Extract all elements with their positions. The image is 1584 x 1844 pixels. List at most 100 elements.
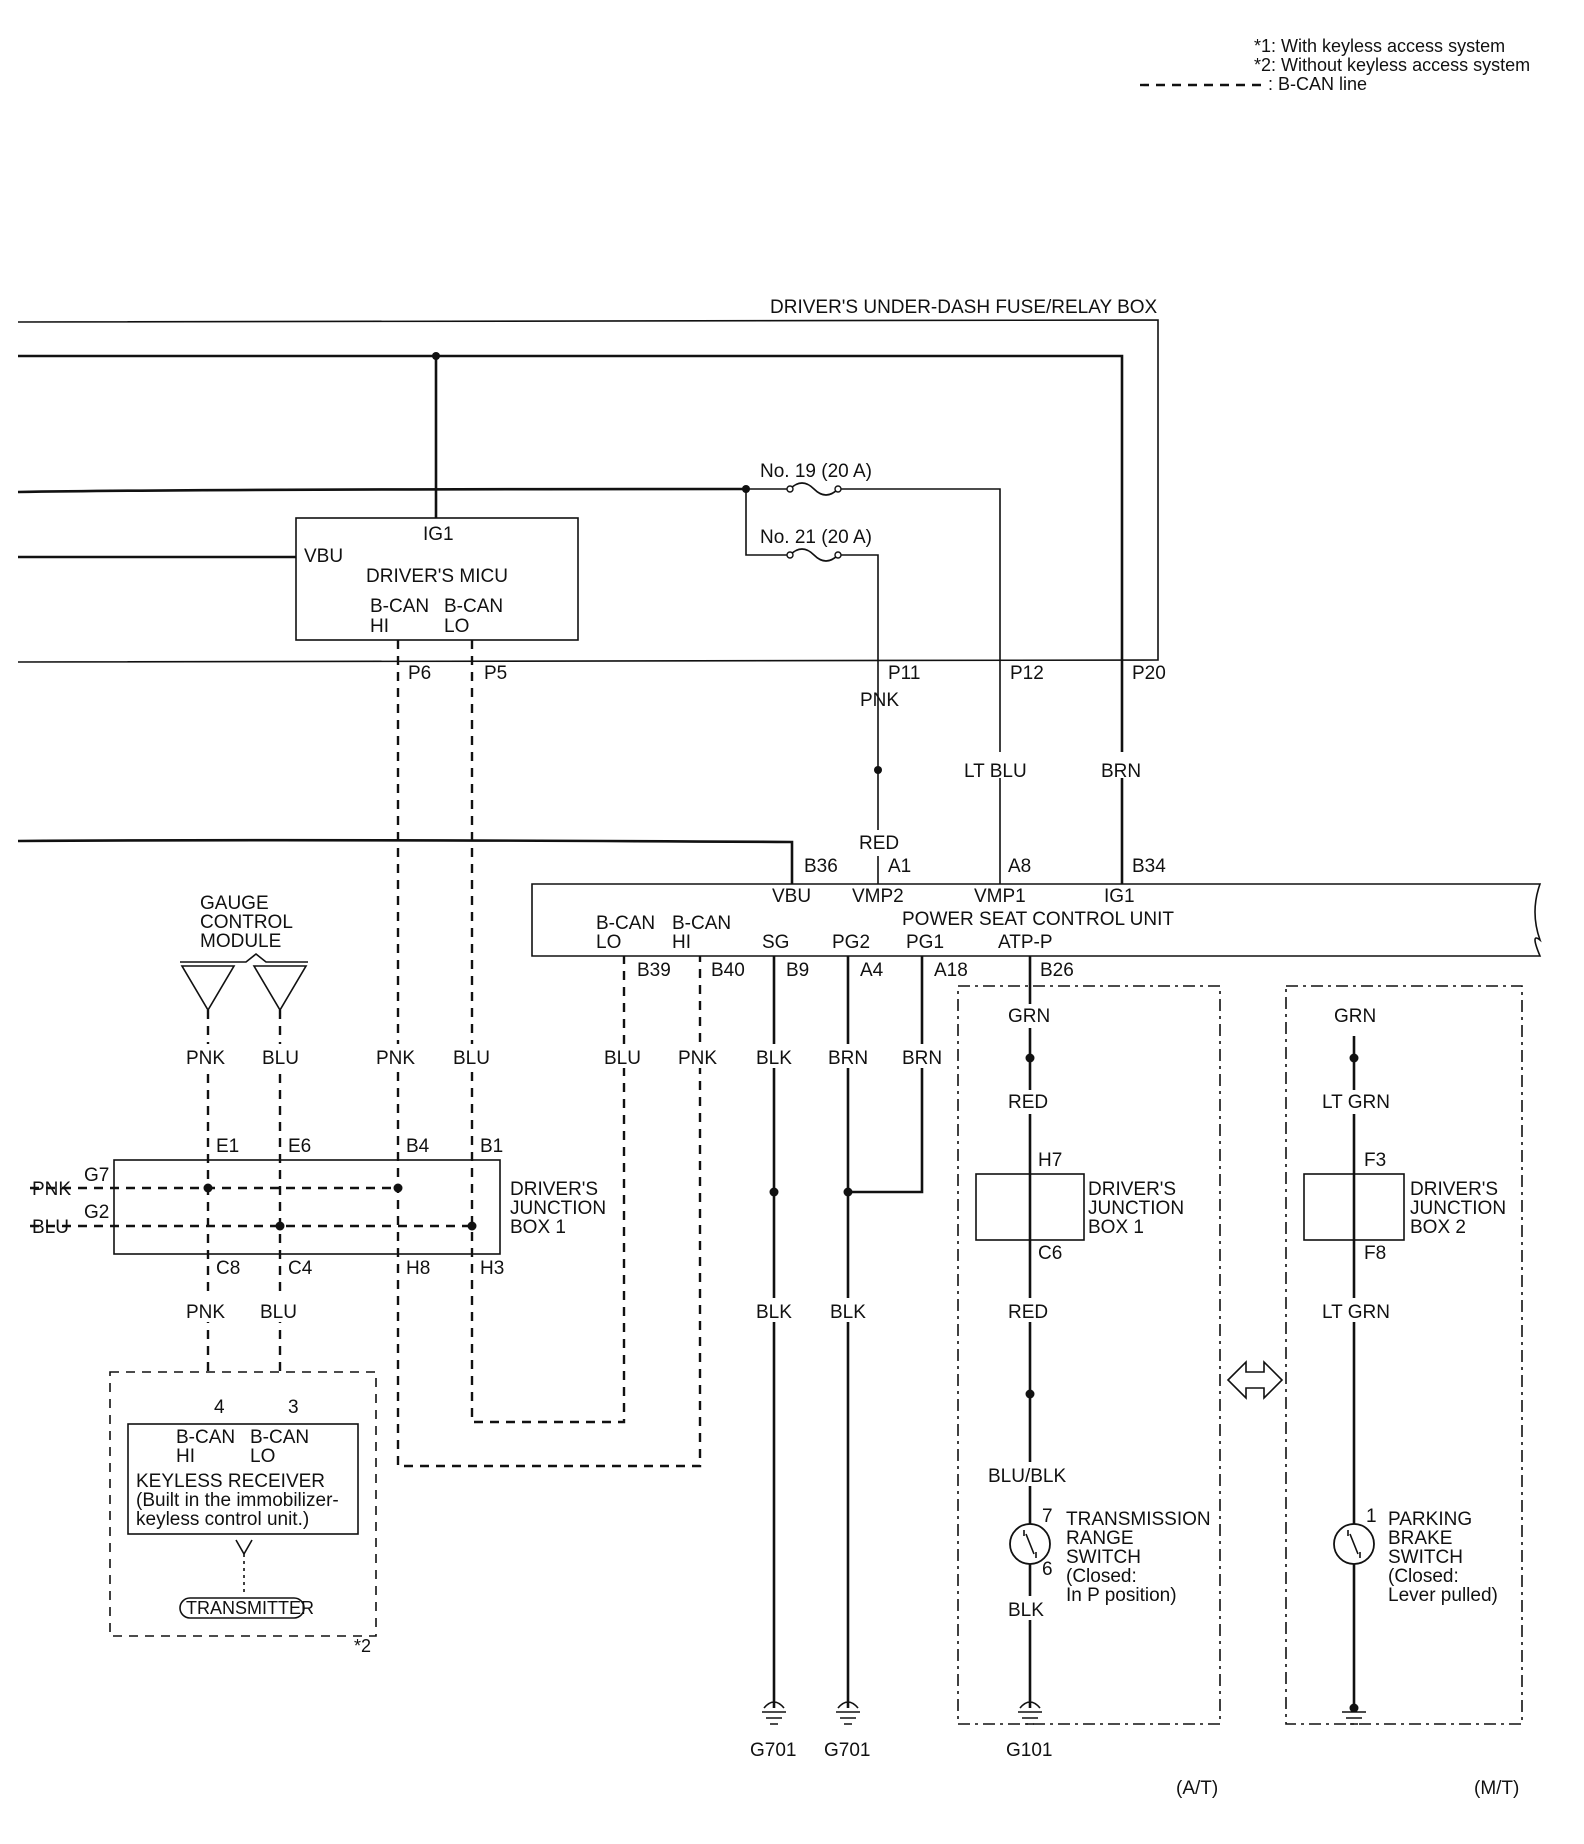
pin-p20: P20 <box>1132 663 1166 684</box>
jb1-pin-g7: G7 <box>84 1165 109 1186</box>
wire-label-blk-at: BLK <box>1008 1600 1044 1621</box>
ground-label-g701-a: G701 <box>750 1740 796 1761</box>
mt-switch-pin-1: 1 <box>1366 1506 1377 1527</box>
mt-jb-pin-f8: F8 <box>1364 1243 1386 1264</box>
at-switch-title-1: TRANSMISSION <box>1066 1509 1211 1530</box>
jb1-side-wire-blu: BLU <box>32 1217 69 1238</box>
keyless-bcan-hi-2: HI <box>176 1446 195 1467</box>
at-dashed-frame <box>957 985 1221 1725</box>
legend-note-2: *2: Without keyless access system <box>1254 55 1530 75</box>
psu-bcan-hi-2: HI <box>672 932 691 953</box>
wire-label-pnk-gauge: PNK <box>186 1048 225 1069</box>
jb1-pin-e6: E6 <box>288 1136 311 1157</box>
keyless-bcan-lo-2: LO <box>250 1446 275 1467</box>
keyless-dashed-frame <box>109 1371 377 1637</box>
ground-label-g101: G101 <box>1006 1740 1052 1761</box>
mt-jb-title-2: JUNCTION <box>1410 1198 1506 1219</box>
splice-blk-1 <box>769 1187 779 1197</box>
ground-g701-a: G701 <box>750 1701 796 1761</box>
ground-g701-b: G701 <box>824 1701 870 1761</box>
micu-ig1-label: IG1 <box>423 524 454 545</box>
mt-switch-title-2: BRAKE <box>1388 1528 1452 1549</box>
mt-switch-title-5: Lever pulled) <box>1388 1585 1498 1606</box>
at-jb-pin-c6: C6 <box>1038 1243 1062 1264</box>
splice-ig1 <box>432 352 440 360</box>
wire-label-lt-grn-1: LT GRN <box>1322 1092 1390 1113</box>
connector-pnk-red <box>874 766 882 774</box>
jb1-pin-h8: H8 <box>406 1258 430 1279</box>
keyless-bcan-hi-1: B-CAN <box>176 1427 235 1448</box>
wire-label-blk-lower-2: BLK <box>830 1302 866 1323</box>
wire-label-brn-a18: BRN <box>902 1048 942 1069</box>
jb1-side-wire-pnk: PNK <box>32 1179 71 1200</box>
wire-label-blk-lower-1: BLK <box>756 1302 792 1323</box>
mt-switch-title-3: SWITCH <box>1388 1547 1463 1568</box>
jb1-pin-b1: B1 <box>480 1136 503 1157</box>
psu-pin-b34: B34 <box>1132 856 1166 877</box>
psu-term-atpp: ATP-P <box>998 932 1053 953</box>
wire-label-lt-grn-2: LT GRN <box>1322 1302 1390 1323</box>
mt-label: (M/T) <box>1474 1778 1519 1799</box>
keyless-mark: *2 <box>354 1636 371 1656</box>
psu-term-pg1: PG1 <box>906 932 944 953</box>
at-jb-title-2: JUNCTION <box>1088 1198 1184 1219</box>
keyless-pin-4: 4 <box>214 1397 225 1418</box>
wire-label-pnk-p11: PNK <box>860 690 899 711</box>
splice-lo-2 <box>467 1221 477 1231</box>
power-seat-control-unit: B36 A1 A8 B34 VBU VMP2 VMP1 IG1 POWER SE… <box>531 856 1542 981</box>
psu-term-sg: SG <box>762 932 789 953</box>
psu-pin-a8: A8 <box>1008 856 1031 877</box>
wire-label-blu-gauge: BLU <box>262 1048 299 1069</box>
psu-outline <box>531 883 1542 957</box>
jb1-pin-c4: C4 <box>288 1258 313 1279</box>
psu-pin-b39: B39 <box>637 960 671 981</box>
fuse-relay-box: DRIVER'S UNDER-DASH FUSE/RELAY BOX <box>17 297 1159 663</box>
micu-bcan-lo-2: LO <box>444 616 469 637</box>
wire-label-blu-lower: BLU <box>260 1302 297 1323</box>
gauge-connector-lo <box>252 965 308 1012</box>
fuse-box-outline <box>17 319 1159 663</box>
at-circuit: GRN RED H7 C6 DRIVER'S JUNCTION BOX 1 RE… <box>957 956 1221 1799</box>
psu-pin-b26: B26 <box>1040 960 1074 981</box>
splice-hi-2 <box>393 1183 403 1193</box>
mt-jb-title-1: DRIVER'S <box>1410 1179 1498 1200</box>
psu-pin-a18: A18 <box>934 960 968 981</box>
psu-term-vbu: VBU <box>772 886 811 907</box>
jb1-pin-g2: G2 <box>84 1202 109 1223</box>
wire-label-pnk-lower: PNK <box>186 1302 225 1323</box>
bcan-hi-line-micu <box>396 640 702 1468</box>
jb1-pin-h3: H3 <box>480 1258 504 1279</box>
jb1-pin-c8: C8 <box>216 1258 240 1279</box>
gauge-control-module: GAUGE CONTROL MODULE <box>180 893 308 1012</box>
psu-vbu-wire <box>17 838 794 884</box>
fuse-box-title: DRIVER'S UNDER-DASH FUSE/RELAY BOX <box>770 297 1158 318</box>
keyless-note-2: keyless control unit.) <box>136 1509 309 1530</box>
keyless-title: KEYLESS RECEIVER <box>136 1471 325 1492</box>
mt-switch-title-1: PARKING <box>1388 1509 1472 1530</box>
psu-pin-a4: A4 <box>860 960 884 981</box>
bcan-lo-line-micu <box>470 640 626 1424</box>
battery-feed-wire <box>17 487 747 494</box>
pg1-ground-wire <box>848 956 924 1194</box>
wire-label-blu-blk: BLU/BLK <box>988 1466 1066 1487</box>
psu-title: POWER SEAT CONTROL UNIT <box>902 909 1174 930</box>
wire-label-red-at-1: RED <box>1008 1092 1048 1113</box>
gauge-connector-hi <box>180 965 236 1012</box>
wire-label-grn-at: GRN <box>1008 1006 1050 1027</box>
gauge-title-3: MODULE <box>200 931 281 952</box>
keyless-pin-3: 3 <box>288 1397 299 1418</box>
micu-bcan-hi-1: B-CAN <box>370 596 429 617</box>
micu-box <box>295 517 579 641</box>
wire-label-red-at-2: RED <box>1008 1302 1048 1323</box>
transmitter-label: TRANSMITTER <box>186 1598 314 1618</box>
wire-label-blk-b9: BLK <box>756 1048 792 1069</box>
psu-pin-a1: A1 <box>888 856 911 877</box>
splice-lo-1 <box>275 1221 285 1231</box>
psu-bcan-lo-1: B-CAN <box>596 913 655 934</box>
keyless-note-1: (Built in the immobilizer- <box>136 1490 339 1511</box>
micu-bcan-lo-1: B-CAN <box>444 596 503 617</box>
at-switch-title-4: (Closed: <box>1066 1566 1137 1587</box>
jb1-left-title-2: JUNCTION <box>510 1198 606 1219</box>
jb1-left-title-1: DRIVER'S <box>510 1179 598 1200</box>
splice-blk-2 <box>843 1187 853 1197</box>
